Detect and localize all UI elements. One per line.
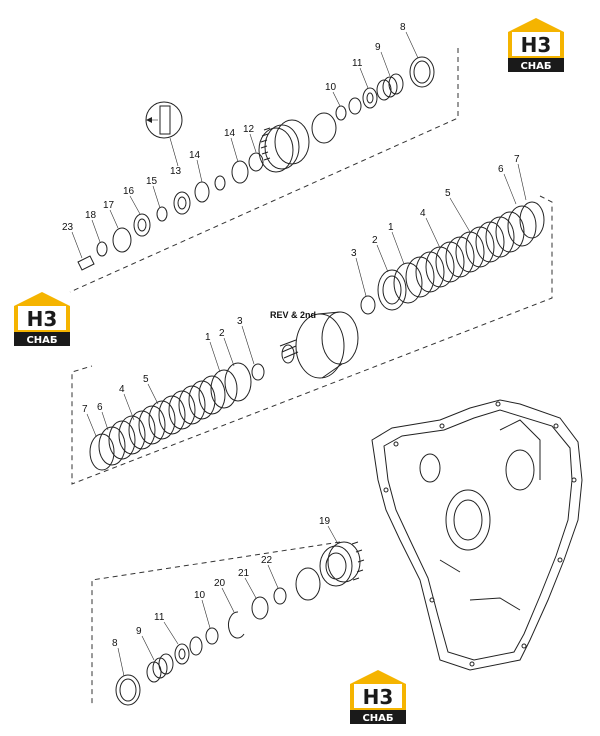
leader-lines <box>71 31 527 677</box>
part-6-right <box>507 205 537 247</box>
callout-2-right: 2 <box>372 235 378 246</box>
callout-4-left: 4 <box>119 384 125 395</box>
part-10-bottom <box>205 627 219 645</box>
part-8-top <box>409 56 435 88</box>
part-23 <box>77 255 95 271</box>
clutch-pack-right <box>360 201 545 315</box>
logo-mark: H3 <box>363 685 394 709</box>
transmission-housing <box>371 399 583 671</box>
callout-1-left: 1 <box>205 332 211 343</box>
clutch-pack-left <box>89 362 265 471</box>
callout-6-right: 6 <box>498 164 504 175</box>
part-16 <box>133 213 151 237</box>
callout-7-right: 7 <box>514 154 520 165</box>
callout-12: 12 <box>243 124 255 135</box>
logo-brand: СНАБ <box>26 335 57 346</box>
part-2-left <box>224 362 252 402</box>
callout-11-top: 11 <box>352 58 363 69</box>
part-21 <box>251 596 269 620</box>
callout-11-bottom: 11 <box>154 612 165 623</box>
part-13 <box>173 191 191 215</box>
part-1-left <box>210 369 238 409</box>
part-8-bottom <box>115 674 141 706</box>
boundary-top <box>69 48 459 293</box>
part-15 <box>156 206 168 222</box>
callout-8-bottom: 8 <box>112 638 118 649</box>
part-1-right <box>393 262 423 304</box>
callout-10-top: 10 <box>325 82 337 93</box>
top-shaft-group <box>77 56 435 271</box>
part-6-left <box>98 426 126 466</box>
part-2-right <box>377 269 407 311</box>
gear-top <box>258 119 310 173</box>
detail-inset-13 <box>145 101 183 167</box>
part-20 <box>228 611 245 639</box>
part-9-top <box>388 73 404 95</box>
callout-21: 21 <box>238 568 250 579</box>
callout-7-left: 7 <box>82 404 88 415</box>
part-7-left <box>89 433 115 471</box>
part-18 <box>96 241 108 257</box>
callout-10-bottom: 10 <box>194 590 206 601</box>
callout-5-left: 5 <box>143 374 149 385</box>
part-11-bottom <box>174 643 190 665</box>
callout-labels: 8 9 11 10 12 14 14 13 15 16 17 18 23 7 6… <box>62 22 520 649</box>
part-7-right <box>519 201 545 239</box>
callout-4-right: 4 <box>420 208 426 219</box>
bottom-shaft-group <box>115 541 365 706</box>
callout-2-left: 2 <box>219 328 225 339</box>
part-3-left <box>251 363 265 381</box>
logo-left: H3 СНАБ <box>14 292 70 346</box>
callout-6-left: 6 <box>97 402 103 413</box>
logo-top-right: H3 СНАБ <box>508 18 564 72</box>
callout-19: 19 <box>319 516 331 527</box>
callout-13: 13 <box>170 166 182 177</box>
callout-18: 18 <box>85 210 97 221</box>
callout-16: 16 <box>123 186 135 197</box>
part-22 <box>273 587 287 605</box>
callout-22: 22 <box>261 555 273 566</box>
callout-1-right: 1 <box>388 222 394 233</box>
part-11-top <box>362 87 378 109</box>
part-19-gear <box>319 541 365 587</box>
callout-15: 15 <box>146 176 158 187</box>
boundary-middle <box>71 195 553 485</box>
part-10-top <box>335 105 347 121</box>
part-3-right <box>360 295 376 315</box>
callout-14-b: 14 <box>189 150 201 161</box>
part-17 <box>112 227 132 253</box>
callout-5-right: 5 <box>445 188 451 199</box>
logo-brand: СНАБ <box>362 713 393 724</box>
callout-9-bottom: 9 <box>136 626 142 637</box>
callout-14-a: 14 <box>224 128 236 139</box>
callout-17: 17 <box>103 200 115 211</box>
callout-23: 23 <box>62 222 74 233</box>
rev-2nd-hub: REV & 2nd <box>270 310 359 379</box>
part-12 <box>248 152 264 172</box>
logo-mark: H3 <box>27 307 58 331</box>
callout-20: 20 <box>214 578 226 589</box>
callout-3-left: 3 <box>237 316 243 327</box>
logo-bottom: H3 СНАБ <box>350 670 406 724</box>
callout-3-right: 3 <box>351 248 357 259</box>
callout-9-top: 9 <box>375 42 381 53</box>
logo-brand: СНАБ <box>520 61 551 72</box>
callout-8-top: 8 <box>400 22 406 33</box>
boundary-bottom <box>91 541 341 704</box>
logo-mark: H3 <box>521 33 552 57</box>
assembly-label: REV & 2nd <box>270 310 316 320</box>
